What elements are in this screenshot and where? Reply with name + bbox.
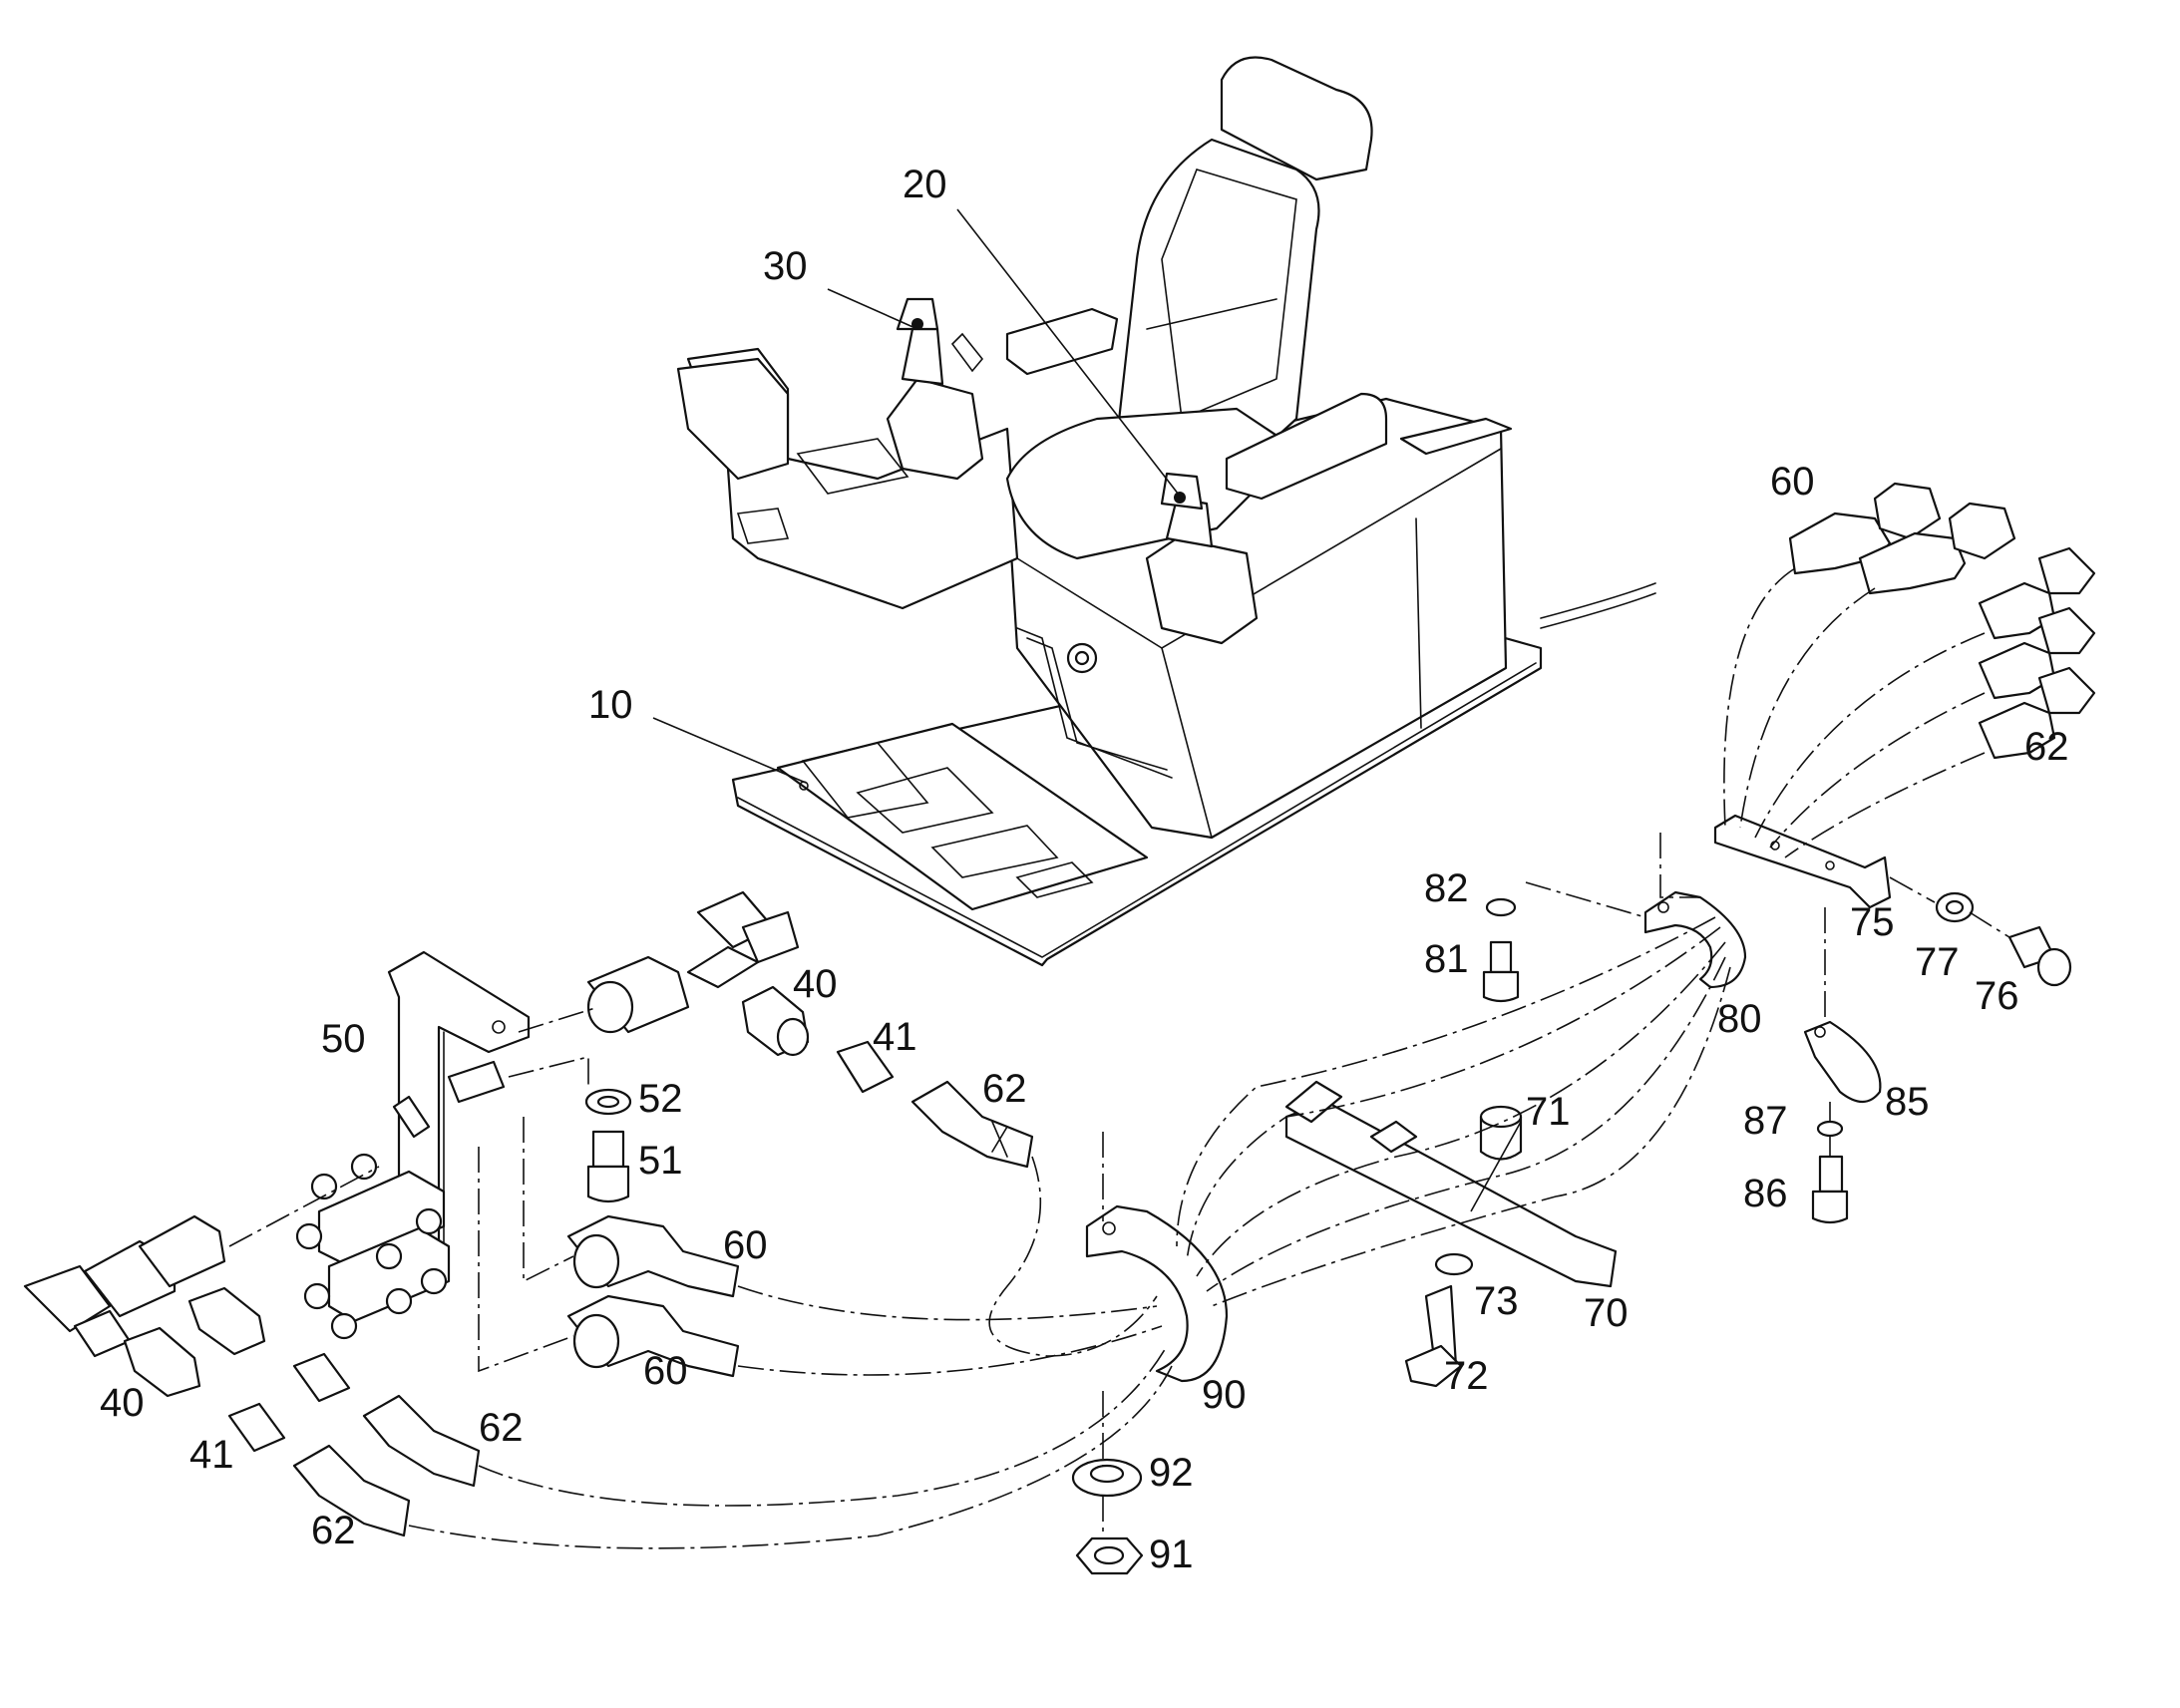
callout-62-lower-a: 62 — [479, 1406, 524, 1450]
bolt-81 — [1482, 940, 1520, 1003]
bracket-75 — [1713, 814, 1892, 909]
fitting-40-lower — [123, 1286, 266, 1398]
callout-40-upper: 40 — [793, 962, 838, 1006]
washer-52 — [584, 1088, 632, 1116]
callout-81: 81 — [1424, 937, 1469, 981]
nipple-41-upper — [836, 1040, 895, 1094]
nut-91 — [1075, 1537, 1144, 1575]
bolt-86 — [1811, 1155, 1849, 1224]
callout-85: 85 — [1885, 1080, 1930, 1124]
washer-73 — [1434, 1252, 1474, 1276]
hose-end-62-upper-right — [1978, 546, 2096, 760]
callout-62-upper: 62 — [982, 1067, 1027, 1111]
callout-80: 80 — [1717, 997, 1762, 1041]
callout-71: 71 — [1526, 1090, 1571, 1134]
fitting-40-upper — [741, 985, 810, 1057]
operator-cab-assembly — [676, 56, 1656, 967]
callout-75: 75 — [1850, 900, 1895, 944]
callout-73: 73 — [1474, 1279, 1519, 1323]
callout-labels: 10 20 30 40 41 62 50 52 51 60 60 40 41 6… — [100, 163, 2069, 1576]
callout-51: 51 — [638, 1139, 683, 1183]
callout-41-lower: 41 — [189, 1433, 234, 1477]
callout-60-mid-upper: 60 — [723, 1223, 768, 1267]
callout-60-mid-lower: 60 — [643, 1349, 688, 1393]
hose-end-62-lower — [292, 1394, 481, 1537]
callout-41-upper: 41 — [873, 1015, 917, 1059]
hose-end-60-middle — [566, 1214, 740, 1378]
nipple-41-lower — [227, 1352, 351, 1453]
callout-52: 52 — [638, 1077, 683, 1121]
hose-end-62-upper — [910, 1080, 1034, 1169]
washer-82 — [1485, 897, 1517, 917]
manifold-block — [295, 1060, 506, 1340]
callout-50: 50 — [321, 1017, 366, 1061]
callout-82: 82 — [1424, 866, 1469, 910]
callout-91: 91 — [1149, 1533, 1194, 1576]
tee-fitting-lower — [23, 1214, 226, 1358]
callout-60-upper-right: 60 — [1770, 460, 1815, 504]
callout-87: 87 — [1743, 1099, 1788, 1143]
callout-62-lower-b: 62 — [311, 1509, 356, 1552]
callout-62-upper-right: 62 — [2024, 725, 2069, 769]
washer-87 — [1816, 1120, 1844, 1138]
bolt-72 — [1404, 1284, 1463, 1388]
callout-72: 72 — [1444, 1354, 1489, 1398]
washer-77 — [1935, 891, 1975, 923]
hose-routing — [228, 567, 2010, 1549]
clamp-90 — [1085, 1204, 1229, 1383]
bolt-51 — [586, 1130, 630, 1203]
callout-92: 92 — [1149, 1451, 1194, 1495]
washer-92 — [1071, 1458, 1143, 1498]
callout-70: 70 — [1584, 1291, 1629, 1335]
clamp-85 — [1803, 1020, 1882, 1104]
callout-20: 20 — [903, 163, 947, 206]
callout-77: 77 — [1915, 940, 1960, 984]
bolt-76 — [2007, 925, 2072, 987]
callout-30: 30 — [763, 244, 808, 288]
callout-76: 76 — [1975, 974, 2019, 1018]
tee-fitting-upper — [586, 890, 800, 1034]
hose-end-60-upper-right — [1788, 482, 2016, 595]
callout-86: 86 — [1743, 1172, 1788, 1215]
callout-90: 90 — [1202, 1373, 1247, 1417]
bar-70 — [1284, 1080, 1618, 1288]
clamp-80 — [1643, 890, 1747, 989]
leader-lines — [652, 208, 1522, 1212]
callout-10: 10 — [588, 683, 633, 727]
callout-40-lower: 40 — [100, 1381, 145, 1425]
